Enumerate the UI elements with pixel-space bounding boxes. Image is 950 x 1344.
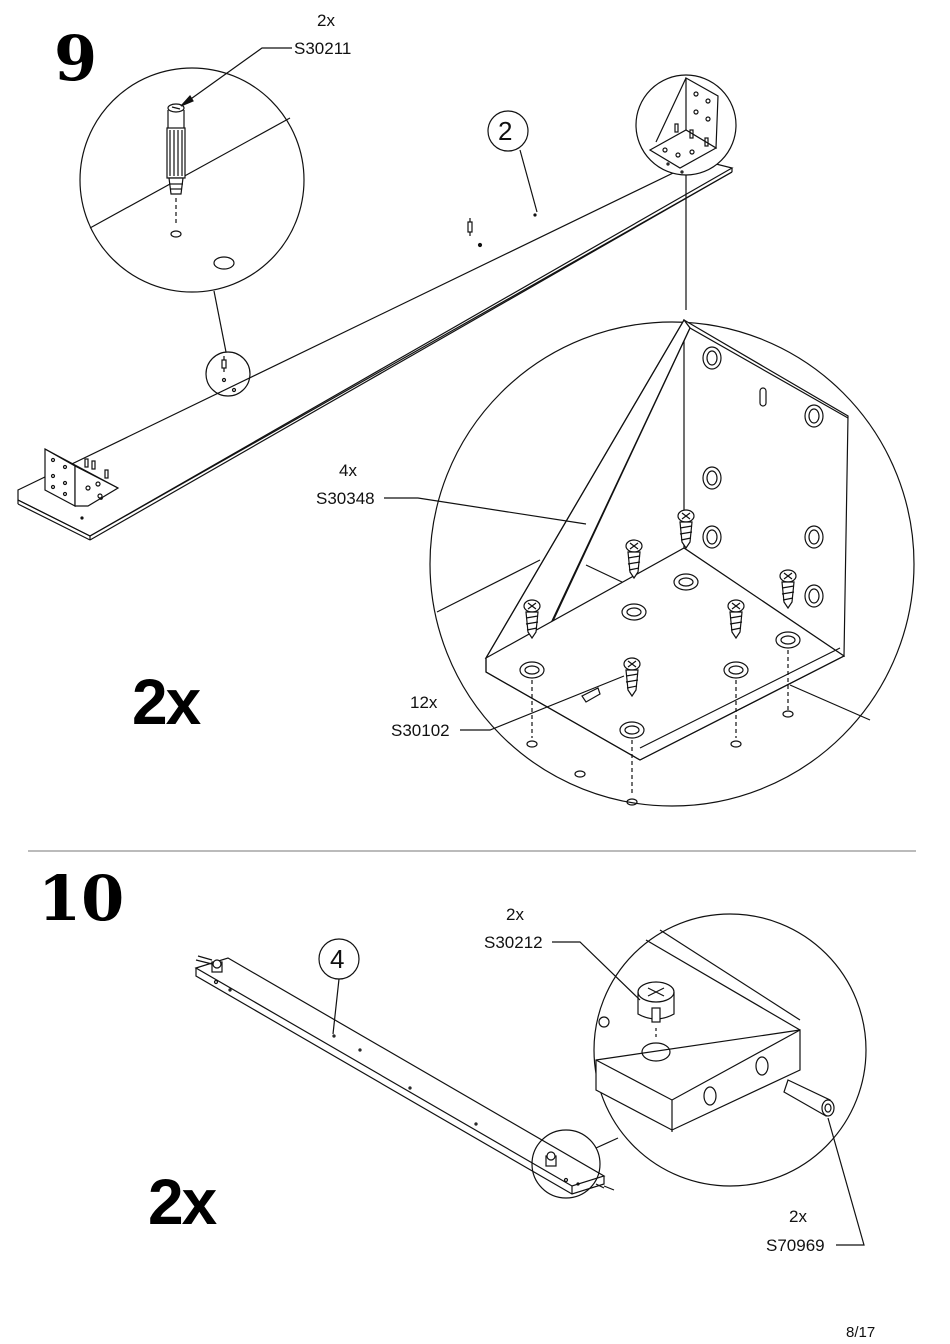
- part-number-badge: [487, 110, 529, 152]
- page-number: 8/17: [846, 1324, 876, 1341]
- dowel-icon: [783, 1079, 835, 1117]
- quantity-multiplier: 2x: [132, 666, 201, 738]
- detail-marker-bracket: [635, 74, 737, 176]
- callout-qty: 2x: [789, 1207, 807, 1226]
- step-10-illustration: [194, 913, 867, 1246]
- callout-qty: 4x: [339, 461, 357, 480]
- cam-lock-icon: [637, 981, 675, 1062]
- bolt-icon: [467, 218, 473, 236]
- callout-code: S30348: [316, 489, 375, 508]
- detail-marker-small: [205, 351, 251, 397]
- callout-code: S30212: [484, 933, 543, 952]
- detail-magnifier-dowel: [79, 67, 305, 293]
- screw-icon: [523, 599, 541, 640]
- rail-part-4: [194, 955, 615, 1195]
- quantity-multiplier: 2x: [148, 1166, 217, 1238]
- callout-code: S70969: [766, 1236, 825, 1255]
- callout-code: S30211: [294, 39, 352, 58]
- detail-marker-small: [531, 1129, 601, 1199]
- corner-bracket-left: [44, 447, 120, 507]
- board-part-2: [17, 159, 734, 541]
- callout-qty: 12x: [410, 693, 438, 712]
- part-label: 4: [330, 944, 345, 974]
- detail-magnifier-cam: [593, 913, 867, 1187]
- step-number: 9: [54, 22, 98, 95]
- step-number: 10: [38, 862, 125, 935]
- part-label: 2: [498, 116, 513, 146]
- callout-qty: 2x: [506, 905, 524, 924]
- step-9-illustration: [17, 47, 915, 807]
- callout-code: S30102: [391, 721, 450, 740]
- callout-qty: 2x: [317, 11, 335, 30]
- detail-magnifier-bracket: [429, 318, 915, 807]
